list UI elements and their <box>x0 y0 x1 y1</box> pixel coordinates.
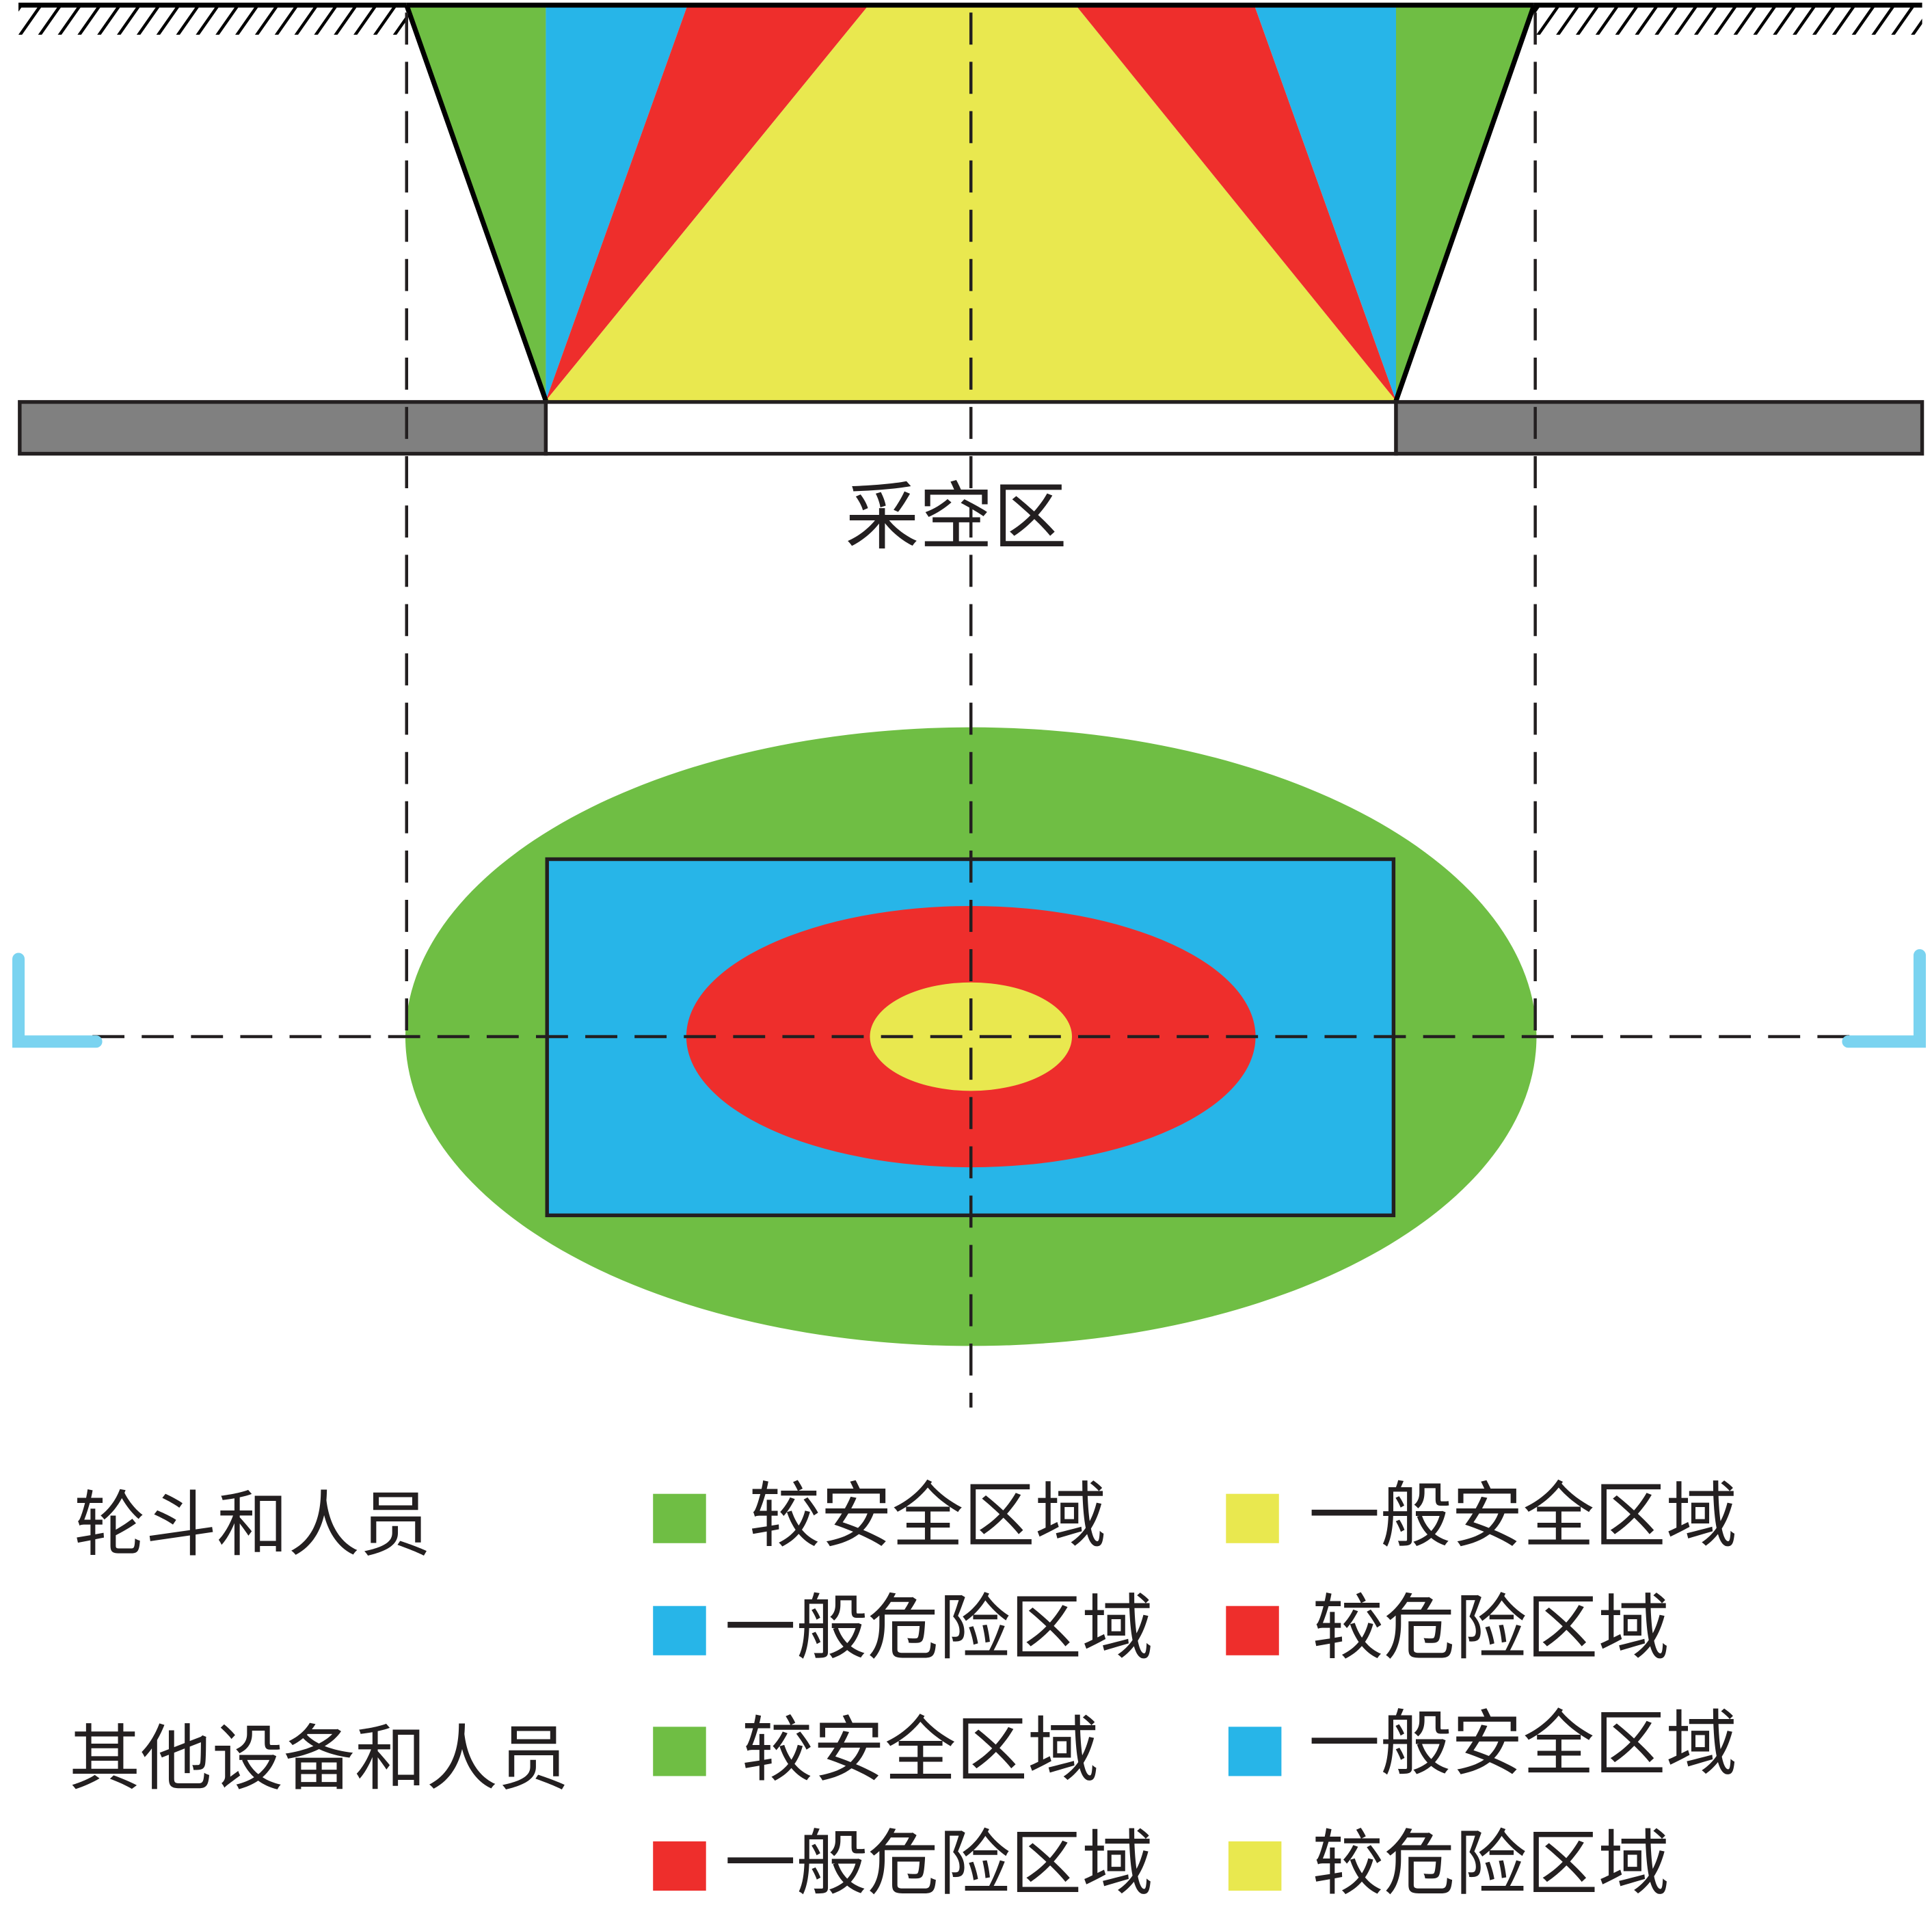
zone-section-blue-right <box>1254 5 1397 401</box>
section-marker-right <box>1842 949 1926 1048</box>
ground-surface-right <box>1533 2 1922 35</box>
legend-swatch <box>1228 1841 1282 1891</box>
legend-label: 较安全区域 <box>749 1474 1107 1558</box>
coal-seam-left <box>18 400 548 456</box>
legend-swatch <box>1226 1606 1279 1655</box>
zone-plan-yellow <box>870 982 1072 1091</box>
ground-surface-left <box>18 2 407 35</box>
legend-swatch <box>653 1841 706 1891</box>
legend-label: 一般安全区域 <box>1309 1474 1737 1558</box>
legend: 轮斗和人员 较安全区域 一般安全区域 一般危险区域 较危险区域 其他设备和人员 … <box>69 1474 1737 1905</box>
goaf-label: 采空区 <box>845 474 1066 560</box>
legend-label: 一般安全区域 <box>1309 1703 1737 1786</box>
legend-swatch <box>653 1727 706 1776</box>
legend-swatch <box>1228 1727 1282 1776</box>
legend-swatch <box>653 1493 706 1543</box>
legend-label: 一般危险区域 <box>725 1586 1153 1670</box>
zone-section-yellow <box>546 5 1397 401</box>
legend-swatch <box>1226 1493 1279 1543</box>
section-marker-left <box>12 953 103 1048</box>
section-zones <box>404 2 1537 402</box>
legend-label: 较危险区域 <box>1312 1822 1669 1905</box>
legend-label: 一般危险区域 <box>725 1822 1153 1905</box>
legend-group2-title: 其他设备和人员 <box>69 1717 569 1800</box>
legend-label: 较安全区域 <box>742 1709 1099 1792</box>
legend-swatch <box>653 1606 706 1655</box>
legend-label: 较危险区域 <box>1312 1586 1669 1670</box>
legend-group1-title: 轮斗和人员 <box>74 1483 431 1567</box>
coal-seam-right <box>1394 400 1924 456</box>
